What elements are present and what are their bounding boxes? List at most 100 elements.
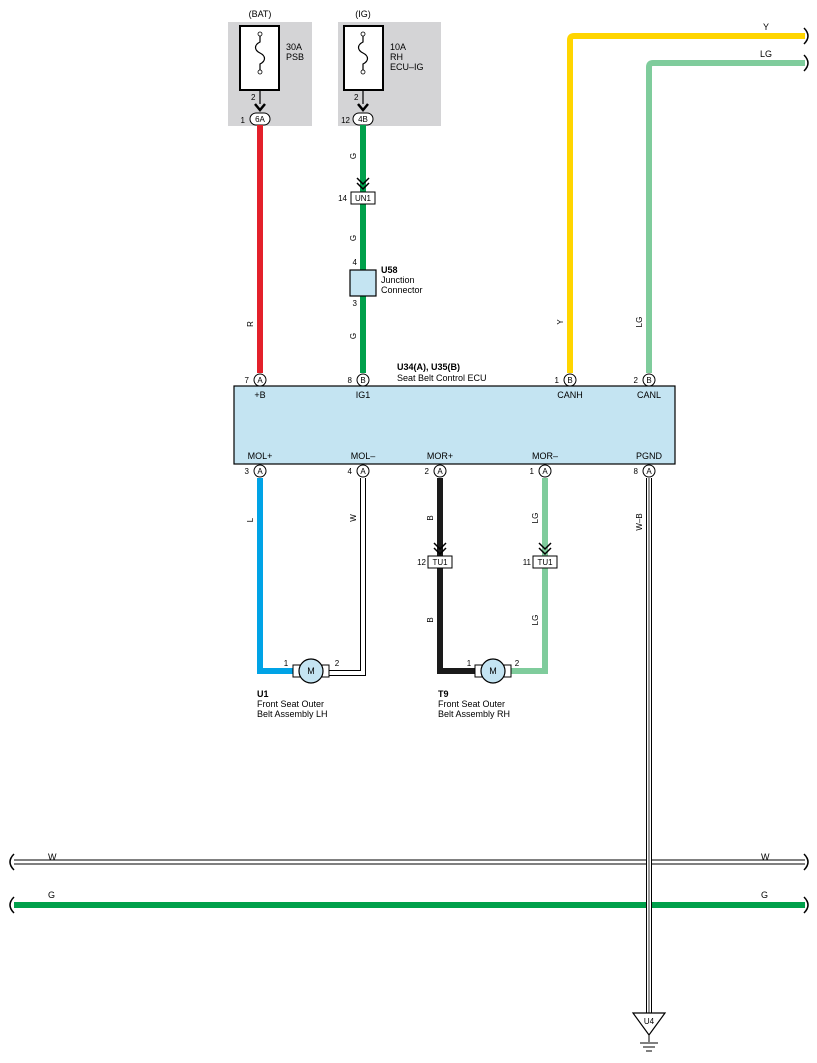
junction-tu1-lg: 11 TU1 — [523, 542, 558, 569]
u58-line2: Connector — [381, 285, 423, 295]
wire-label-lg: LG — [531, 615, 540, 626]
connector-code: 6A — [255, 115, 265, 124]
u58-pin-bottom: 3 — [353, 299, 358, 308]
pin-connector — [642, 464, 656, 478]
pin-connector — [642, 373, 656, 387]
wire-label-b: B — [426, 617, 435, 622]
wire-label-b: B — [426, 515, 435, 520]
junction-tu1-b: 12 TU1 — [417, 542, 453, 569]
pin-connector — [356, 373, 370, 387]
pin-connector-code: A — [437, 467, 443, 476]
break-icon — [803, 27, 809, 45]
junction-pin: 12 — [417, 558, 426, 567]
break-icon — [9, 896, 15, 914]
pin-number: 2 — [425, 467, 430, 476]
connector-arrow-icon — [254, 103, 266, 112]
pin-connector-code: B — [567, 376, 572, 385]
motor-u1: 1 2 M U1 Front Seat Outer Belt Assembly … — [257, 658, 340, 719]
pin-connector-code: A — [360, 467, 366, 476]
pin-number: 8 — [348, 376, 353, 385]
fuse-name-line1: RH — [390, 52, 403, 62]
motor-icon — [298, 658, 324, 684]
wire-black — [437, 478, 478, 674]
ecu-pin-ig1: 8 B IG1 — [348, 373, 371, 400]
pin-number: 8 — [634, 467, 639, 476]
fuse-name: PSB — [286, 52, 304, 62]
junction-connector-u58: 4 3 U58 Junction Connector — [349, 258, 423, 308]
wire-label-w: W — [349, 514, 358, 522]
pin-label: PGND — [636, 451, 663, 461]
wire-label-wb: W–B — [635, 513, 644, 530]
pin-connector-code: A — [257, 467, 263, 476]
fuse-source: (BAT) — [249, 9, 272, 19]
pin-number: 1 — [555, 376, 560, 385]
ecu-box — [233, 385, 676, 465]
pin-label: IG1 — [356, 390, 371, 400]
ecu-pin-b: 7 A +B — [245, 373, 267, 400]
pin-connector-code: A — [257, 376, 263, 385]
pin-connector-code: B — [360, 376, 365, 385]
connector-code: 4B — [358, 115, 368, 124]
junction-box — [427, 555, 453, 569]
junction-code: UN1 — [355, 194, 372, 203]
wire-yellow — [567, 33, 805, 373]
pin-connector — [538, 464, 552, 478]
break-icon — [803, 896, 809, 914]
motor-line2: Belt Assembly LH — [257, 709, 328, 719]
ecu-pin-pgnd: PGND 8 A — [634, 451, 663, 478]
ecu-pin-canh: 1 B CANH — [555, 373, 583, 400]
ecu-name: Seat Belt Control ECU — [397, 373, 487, 383]
pin-number: 3 — [245, 467, 250, 476]
ecu-pin-mol-minus: MOL– 4 A — [348, 451, 376, 478]
wire-label-r: R — [246, 321, 255, 327]
u58-pin-top: 4 — [353, 258, 358, 267]
junction-pin: 14 — [338, 194, 347, 203]
pin-connector-code: B — [646, 376, 651, 385]
fuse-psb: (BAT) 30A PSB 2 1 6A — [228, 9, 312, 126]
junction-box — [350, 191, 376, 205]
ground-id: U4 — [644, 1017, 655, 1026]
pin-label: MOL+ — [248, 451, 273, 461]
ecu-pin-mol-plus: MOL+ 3 A — [245, 451, 273, 478]
motor-pin2: 2 — [335, 659, 340, 668]
pin-number: 2 — [634, 376, 639, 385]
u58-box — [349, 269, 377, 297]
motor-symbol: M — [489, 666, 497, 676]
connector-pin: 12 — [341, 116, 350, 125]
pin-connector-code: A — [542, 467, 548, 476]
ecu-pin-canl: 2 B CANL — [634, 373, 661, 400]
bus-label-y: Y — [763, 22, 769, 32]
pin-label: +B — [254, 390, 265, 400]
pin-label: MOL– — [351, 451, 376, 461]
wire-label-lg: LG — [635, 317, 644, 328]
junction-code: TU1 — [537, 558, 553, 567]
bus-label-g-left: G — [48, 890, 55, 900]
wire-light-green — [646, 60, 805, 373]
ecu-pin-mor-plus: MOR+ 2 A — [425, 451, 453, 478]
pin-connector-code: A — [646, 467, 652, 476]
motor-line2: Belt Assembly RH — [438, 709, 510, 719]
break-icon — [9, 853, 15, 871]
bus-label-w-right: W — [761, 852, 770, 862]
pin-connector — [433, 464, 447, 478]
ground-triangle-icon — [631, 1012, 667, 1037]
break-icon — [803, 853, 809, 871]
fuse-pin: 2 — [354, 93, 359, 102]
motor-line1: Front Seat Outer — [257, 699, 324, 709]
bus-label-g-right: G — [761, 890, 768, 900]
pin-label: CANL — [637, 390, 661, 400]
fuse-rh-ecu-ig: (IG) 10A RH ECU–IG 2 12 4B — [338, 9, 441, 126]
pin-label: MOR+ — [427, 451, 453, 461]
ground-u4: U4 — [631, 1012, 667, 1052]
junction-code: TU1 — [432, 558, 448, 567]
break-icon — [803, 54, 809, 72]
pin-connector — [253, 373, 267, 387]
fuse-rating: 10A — [390, 42, 406, 52]
fuse-name-line2: ECU–IG — [390, 62, 424, 72]
pin-label: MOR– — [532, 451, 558, 461]
double-chevron-icon — [433, 542, 447, 556]
u58-id: U58 — [381, 265, 398, 275]
motor-t9: 1 2 M T9 Front Seat Outer Belt Assembly … — [438, 658, 520, 719]
wire-label-g: G — [349, 235, 358, 241]
